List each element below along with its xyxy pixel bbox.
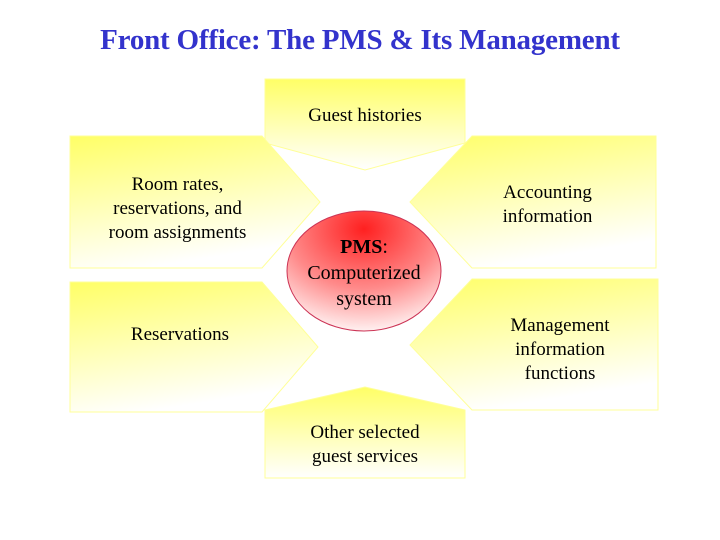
page-title: Front Office: The PMS & Its Management [100,24,620,56]
left-top-box-shape [69,135,321,269]
right-middle-line1: Management [510,315,610,336]
left-top-line2: reservations, and [113,198,242,219]
left-middle-box-shape [69,281,319,413]
right-middle-box-label: Management information functions [470,306,650,394]
right-top-line1: Accounting [503,182,592,203]
right-top-box-label: Accounting information [460,177,635,233]
right-middle-line3: functions [524,363,596,384]
center-colon: : [382,236,388,258]
left-top-line1: Room rates, [131,174,224,195]
bottom-box-shape [264,386,466,479]
center-line2: Computerized [307,262,421,284]
left-middle-text: Reservations [130,324,230,345]
center-line3: system [336,288,392,310]
bottom-line2: guest services [311,446,419,467]
center-pms-bold: PMS [340,236,383,258]
top-box-text: Guest histories [308,105,422,126]
left-top-box-label: Room rates, reservations, and room assig… [80,165,275,253]
left-top-line3: room assignments [108,222,247,243]
top-box-label: Guest histories [265,100,465,132]
center-label: PMS: Computerized system [284,233,444,313]
bottom-line1: Other selected [310,422,420,443]
bottom-box-label: Other selected guest services [265,416,465,474]
center-ellipse [286,210,442,332]
right-middle-box-shape [409,278,659,411]
right-top-line2: information [502,206,593,227]
center-line1: PMS: [340,234,388,260]
top-box-shape [264,78,466,171]
right-middle-line2: information [515,339,605,360]
right-top-box-shape [409,135,657,269]
left-middle-box-label: Reservations [80,321,280,349]
